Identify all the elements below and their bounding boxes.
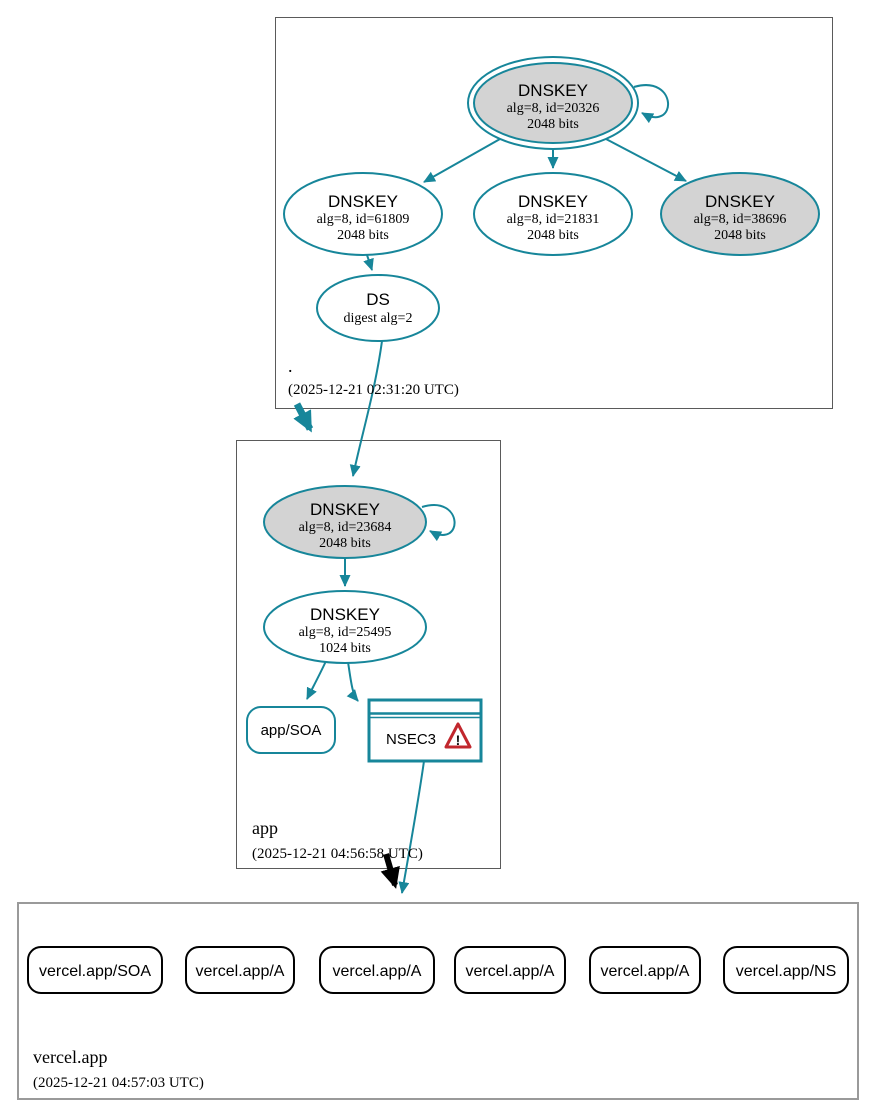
node-vercel-a-1[interactable]: vercel.app/A — [185, 946, 295, 994]
zone-box-app — [236, 440, 501, 869]
node-size-label: 2048 bits — [527, 228, 579, 243]
node-vercel-a-2[interactable]: vercel.app/A — [319, 946, 435, 994]
edge-appzsk-to-appsoa — [306, 660, 327, 700]
warning-mark: ! — [456, 732, 461, 748]
edge-nsec3-to-vercel — [398, 760, 425, 894]
edge-appzsk-to-nsec3 — [346, 661, 359, 702]
edge-rootksk-to-zsk61809 — [423, 138, 501, 183]
node-type-label: DNSKEY — [518, 192, 588, 211]
node-detail-label: alg=8, id=23684 — [299, 520, 392, 535]
nsec3-label: NSEC3 — [386, 731, 436, 748]
node-type-label: DNSKEY — [518, 81, 588, 100]
zone-box-root — [275, 17, 833, 409]
node-root-ds[interactable]: DS digest alg=2 — [316, 274, 440, 342]
edge-rootksk-to-zsk38696 — [605, 138, 687, 182]
rrset-label: vercel.app/SOA — [39, 963, 151, 980]
rrset-label: vercel.app/A — [601, 963, 690, 980]
node-detail-label: alg=8, id=38696 — [694, 212, 787, 227]
node-type-label: DNSKEY — [705, 192, 775, 211]
node-size-label: 2048 bits — [714, 228, 766, 243]
rrset-label: vercel.app/A — [333, 963, 422, 980]
rrset-label: vercel.app/A — [466, 963, 555, 980]
node-root-zsk-21831[interactable]: DNSKEY alg=8, id=21831 2048 bits — [473, 172, 633, 256]
node-vercel-a-4[interactable]: vercel.app/A — [589, 946, 701, 994]
node-size-label: 1024 bits — [319, 641, 371, 656]
node-type-label: DNSKEY — [328, 192, 398, 211]
edge-rootksk-self-loop — [633, 84, 670, 124]
node-type-label: DNSKEY — [310, 605, 380, 624]
edge-zsk61809-to-ds — [363, 254, 374, 271]
zone-label-app: app — [252, 818, 278, 838]
node-detail-label: alg=8, id=25495 — [299, 625, 392, 640]
node-detail-label: alg=8, id=61809 — [317, 212, 410, 227]
node-vercel-soa[interactable]: vercel.app/SOA — [27, 946, 163, 994]
node-app-soa[interactable]: app/SOA — [246, 706, 336, 754]
node-detail-label: alg=8, id=21831 — [507, 212, 600, 227]
delegation-arrow-app-to-vercel — [380, 853, 400, 889]
node-app-zsk-25495[interactable]: DNSKEY alg=8, id=25495 1024 bits — [263, 590, 427, 664]
rrset-label: app/SOA — [261, 722, 322, 739]
node-type-label: DNSKEY — [310, 500, 380, 519]
edge-appksk-self-loop — [421, 504, 456, 542]
zone-label-root: . — [288, 356, 293, 376]
node-size-label: 2048 bits — [319, 536, 371, 551]
zone-timestamp-vercel-app: (2025-12-21 04:57:03 UTC) — [33, 1075, 204, 1091]
delegation-arrow-root-to-app — [293, 402, 314, 433]
node-detail-label: digest alg=2 — [344, 311, 413, 326]
zone-label-vercel-app: vercel.app — [33, 1047, 107, 1067]
node-root-ksk-20326[interactable]: DNSKEY alg=8, id=20326 2048 bits — [467, 56, 639, 150]
node-app-nsec3[interactable]: NSEC3 ! — [367, 698, 483, 763]
node-size-label: 2048 bits — [337, 228, 389, 243]
zone-timestamp-root: (2025-12-21 02:31:20 UTC) — [288, 382, 459, 398]
rrset-label: vercel.app/A — [196, 963, 285, 980]
rrset-label: vercel.app/NS — [736, 963, 837, 980]
zone-timestamp-app: (2025-12-21 04:56:58 UTC) — [252, 846, 423, 862]
node-app-ksk-23684[interactable]: DNSKEY alg=8, id=23684 2048 bits — [263, 485, 427, 559]
node-root-zsk-61809[interactable]: DNSKEY alg=8, id=61809 2048 bits — [283, 172, 443, 256]
node-vercel-a-3[interactable]: vercel.app/A — [454, 946, 566, 994]
node-root-zsk-38696[interactable]: DNSKEY alg=8, id=38696 2048 bits — [660, 172, 820, 256]
warning-triangle-icon: ! — [444, 722, 472, 749]
node-type-label: DS — [366, 290, 390, 309]
node-size-label: 2048 bits — [527, 117, 579, 132]
node-detail-label: alg=8, id=20326 — [507, 101, 600, 116]
edge-ds-to-appksk — [349, 340, 383, 477]
zone-box-vercel-app — [17, 902, 859, 1100]
node-vercel-ns[interactable]: vercel.app/NS — [723, 946, 849, 994]
